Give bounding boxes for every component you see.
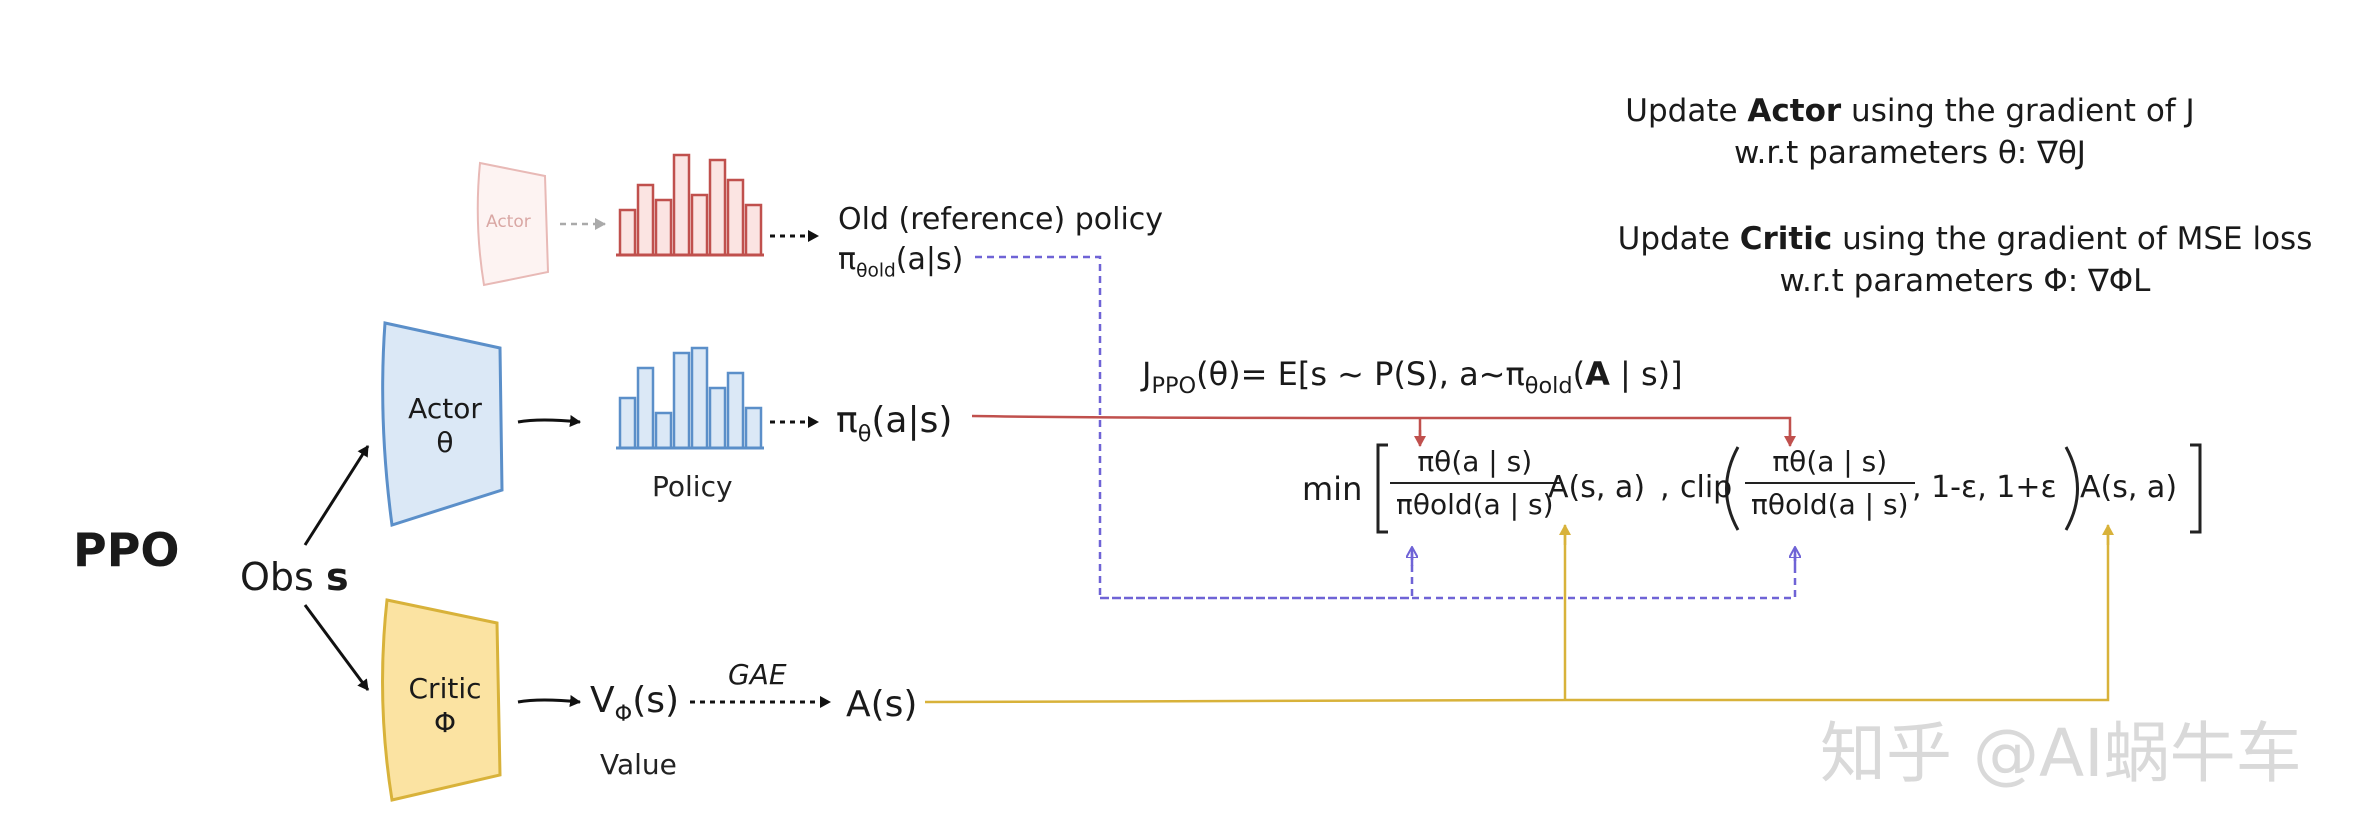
policy-expression: πθ(a|s) (836, 400, 953, 447)
advantage-routing-line (924, 530, 2110, 704)
policy-histogram-bar (654, 411, 673, 450)
policy-histogram (616, 346, 764, 450)
update-actor-wrt: w.r.t parameters θ: ∇θJ (1734, 135, 2086, 171)
critic-shape (381, 598, 502, 802)
old-actor-label: Actor (486, 212, 531, 232)
formula-clip: clip (1680, 470, 1733, 505)
old-policy-histogram-bar (690, 193, 709, 257)
policy-histogram-bar (744, 406, 763, 450)
old-policy-routing-line (975, 255, 1797, 600)
old-policy-expression: πθold(a|s) (838, 242, 964, 282)
update-critic-wrt: w.r.t parameters Φ: ∇ΦL (1779, 263, 2151, 299)
policy-label: Policy (652, 470, 733, 503)
objective-definition: JPPO(θ)= E[s ~ P(S), a~πθold(A | s)] (1142, 355, 1683, 399)
formula-advantage-1: A(s, a) (1548, 470, 1646, 505)
ratio-fraction-2: πθ(a | s) πθold(a | s) (1745, 445, 1915, 521)
old-policy-block: Old (reference) policy πθold(a|s) (838, 200, 1163, 291)
old-policy-histogram (616, 153, 764, 257)
obs-to-critic-arrow (303, 604, 370, 691)
old-policy-caption: Old (reference) policy (838, 202, 1164, 237)
policy-histogram-bar (726, 371, 745, 450)
critic-label: Critic (408, 672, 482, 705)
ratio-numerator-2: πθ(a | s) (1745, 445, 1915, 484)
observation-label: Obs s (240, 555, 349, 599)
policy-histogram-bar (672, 351, 691, 450)
old-policy-histogram-bar (636, 183, 655, 257)
critic-param: Φ (433, 706, 457, 739)
value-label: Value (600, 748, 677, 781)
ratio-fraction-1: πθ(a | s) πθold(a | s) (1390, 445, 1560, 521)
old-policy-histogram-bar (744, 203, 763, 257)
formula-comma: , (1660, 470, 1670, 505)
formula-right-bracket (2190, 443, 2202, 534)
formula-advantage-2: A(s, a) (2080, 470, 2178, 505)
clip-right-paren (2064, 446, 2079, 531)
observation-prefix: Obs (240, 555, 314, 599)
critic-to-value-arrow (517, 695, 581, 707)
policy-histogram-bar (708, 386, 727, 450)
clip-bounds: , 1-ε, 1+ε (1912, 470, 2057, 505)
observation-variable: s (325, 555, 349, 599)
old-policy-histogram-bar (672, 153, 691, 257)
ratio-numerator-1: πθ(a | s) (1390, 445, 1560, 484)
old-actor-shape (476, 161, 550, 287)
watermark: 知乎 @AI蜗牛车 (1820, 715, 2302, 792)
ratio-denominator-1: πθold(a | s) (1396, 488, 1554, 521)
gae-label: GAE (728, 658, 787, 691)
critic-label-block: Critic Φ (395, 672, 495, 740)
value-expression: VΦ(s) (590, 680, 680, 727)
old-policy-histogram-bar (726, 178, 745, 257)
obs-to-actor-arrow (303, 445, 370, 546)
formula-left-bracket (1376, 443, 1388, 534)
policy-routing-line (971, 414, 1792, 440)
ratio-denominator-2: πθold(a | s) (1751, 488, 1909, 521)
formula-min: min (1302, 470, 1363, 508)
actor-label: Actor (408, 392, 482, 425)
old-policy-histogram-bar (618, 208, 637, 257)
update-critic-note: Update Critic using the gradient of MSE … (1580, 218, 2350, 302)
diagram-title: PPO (73, 523, 180, 577)
update-actor-note: Update Actor using the gradient of J w.r… (1560, 90, 2260, 174)
actor-param: θ (436, 426, 454, 459)
actor-to-policy-arrow (517, 415, 581, 427)
actor-label-block: Actor θ (395, 392, 495, 460)
old-policy-histogram-bar (654, 198, 673, 257)
clip-left-paren (1725, 446, 1740, 531)
advantage-expression: A(s) (846, 684, 918, 725)
actor-shape (381, 321, 504, 527)
old-policy-histogram-bar (708, 158, 727, 257)
policy-histogram-bar (690, 346, 709, 450)
policy-histogram-bar (618, 396, 637, 450)
policy-histogram-bar (636, 366, 655, 450)
